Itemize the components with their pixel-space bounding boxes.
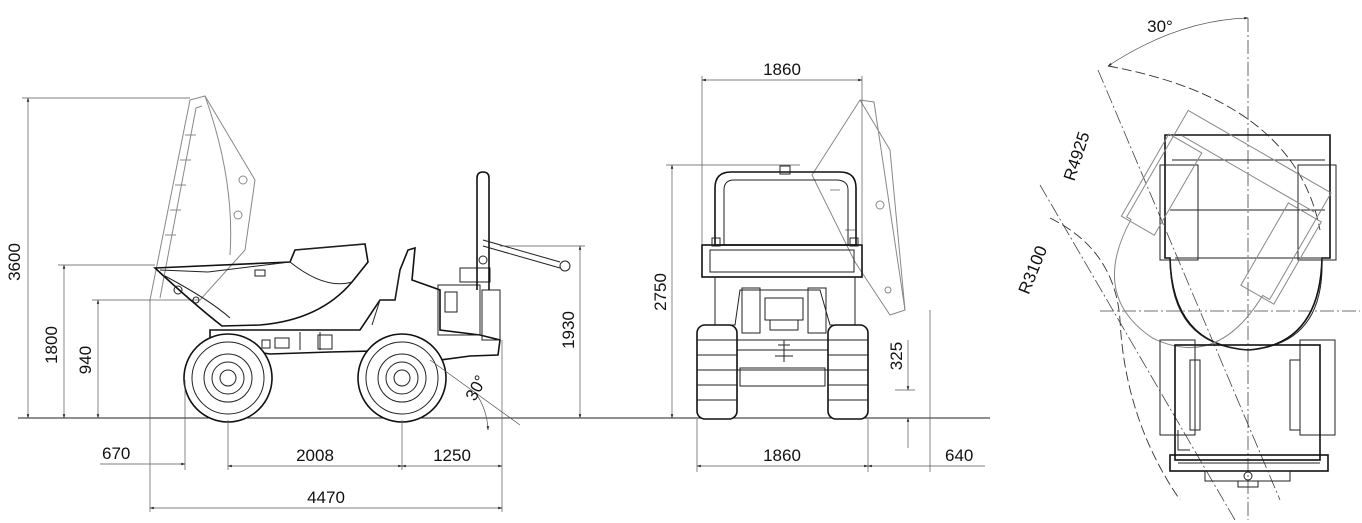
front-body xyxy=(701,165,863,387)
dim-outer-radius: R4925 xyxy=(1060,130,1094,184)
dim-front-bottom-width: 1860 xyxy=(763,446,801,465)
dim-inner-radius: R3100 xyxy=(1015,243,1051,297)
dim-front-overhang: 670 xyxy=(102,444,130,463)
front-view-right-tyre xyxy=(827,324,869,420)
dim-overall-length: 4470 xyxy=(307,488,345,507)
dim-swivel-angle: 30° xyxy=(1147,17,1173,36)
top-rear-chassis xyxy=(1159,339,1336,488)
side-view: 3600 1800 940 1930 670 2008 1250 4470 30… xyxy=(5,95,585,512)
dim-side-reach: 640 xyxy=(945,446,973,465)
rear-wheel xyxy=(357,333,447,423)
rops-frame xyxy=(476,171,571,290)
dim-height-tipped: 3600 xyxy=(5,243,24,281)
front-view-left-tyre xyxy=(696,324,738,420)
dim-wheelbase: 2008 xyxy=(296,446,334,465)
dim-rear-overhang: 1250 xyxy=(433,446,471,465)
top-view: 30° R4925 R3100 xyxy=(1015,16,1360,521)
dim-front-height: 2750 xyxy=(651,273,670,311)
dim-height-bucket: 1800 xyxy=(42,326,61,364)
top-bucket-rotated-ghost xyxy=(1113,109,1332,349)
dim-height-lip: 940 xyxy=(76,346,95,374)
chassis xyxy=(209,246,501,361)
dim-departure-angle: 30° xyxy=(462,372,491,404)
dim-front-top-width: 1860 xyxy=(763,60,801,79)
dim-height-rops: 1930 xyxy=(559,311,578,349)
dim-ground-clearance: 325 xyxy=(887,342,906,370)
tipped-bucket-ghost xyxy=(149,95,256,301)
bucket xyxy=(153,243,369,327)
front-view: 1860 2750 325 1860 640 xyxy=(651,60,985,472)
front-wheel xyxy=(183,333,273,423)
front-tipped-bucket-ghost xyxy=(811,99,906,316)
